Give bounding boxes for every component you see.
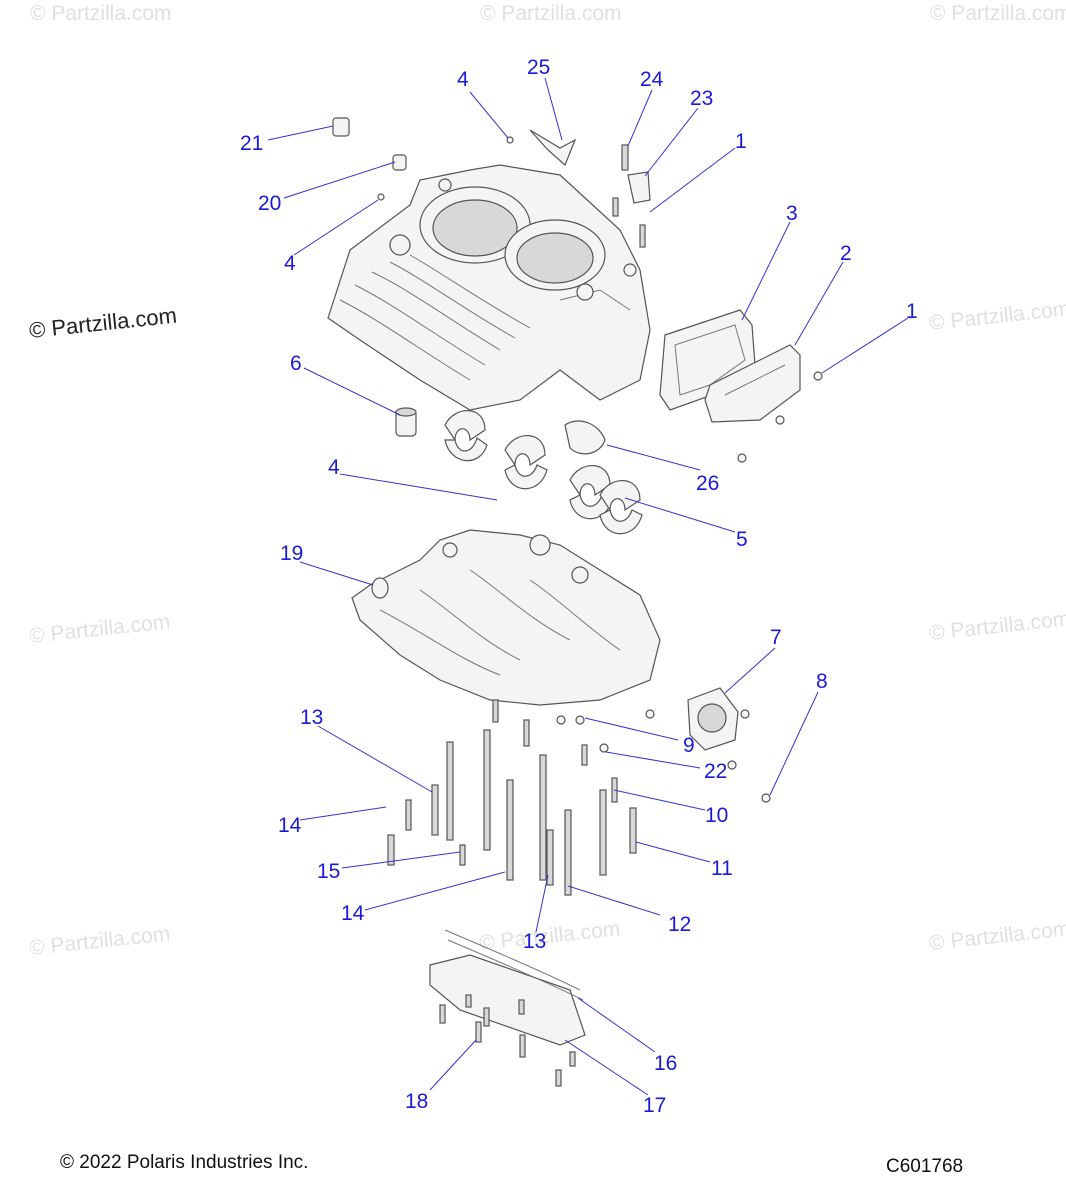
bolts (387, 371, 823, 896)
callout-24: 24 (640, 68, 664, 91)
callout-9: 9 (683, 734, 695, 757)
callout-4: 4 (328, 456, 340, 479)
callout-4: 4 (284, 252, 296, 275)
watermark-text: © Partzilla.com (480, 2, 622, 25)
side-cover (704, 344, 801, 423)
diagram-code: C601768 (886, 1156, 964, 1177)
callout-5: 5 (736, 528, 748, 551)
callout-15: 15 (317, 860, 340, 883)
callout-16: 16 (654, 1052, 677, 1075)
callout-17: 17 (643, 1094, 666, 1117)
callout-25: 25 (527, 56, 550, 79)
leader-lines (267, 77, 909, 1096)
callouts: 1 1 2 3 4 4 4 5 6 7 8 9 10 11 12 13 13 1… (240, 56, 918, 1117)
flange-gasket (687, 687, 739, 751)
callout-19: 19 (280, 542, 303, 565)
top-parts (332, 117, 651, 248)
watermark-text: © Partzilla.com (28, 922, 171, 960)
watermark-text: © Partzilla.com (28, 610, 171, 648)
callout-3: 3 (786, 202, 798, 225)
callout-11: 11 (711, 857, 733, 880)
bearings (444, 410, 643, 535)
callout-10: 10 (705, 804, 728, 827)
watermark-text: © Partzilla.com (28, 303, 178, 343)
small-bolts (439, 994, 576, 1087)
callout-26: 26 (696, 472, 719, 495)
callout-1: 1 (735, 130, 747, 153)
callout-2: 2 (840, 242, 852, 265)
watermark-text: © Partzilla.com (928, 607, 1066, 645)
watermark-text: © Partzilla.com (478, 917, 621, 955)
oil-seal (395, 407, 417, 437)
callout-23: 23 (690, 87, 713, 110)
callout-13: 13 (300, 706, 323, 729)
callout-6: 6 (290, 352, 302, 375)
watermark-text: © Partzilla.com (928, 297, 1066, 335)
callout-14: 14 (278, 814, 302, 837)
watermark-text: © Partzilla.com (30, 2, 172, 25)
callout-4: 4 (457, 68, 469, 91)
callout-8: 8 (816, 670, 828, 693)
callout-21: 21 (240, 132, 263, 155)
watermark-text: © Partzilla.com (928, 917, 1066, 955)
upper-crankcase (327, 164, 651, 411)
o-ring (564, 420, 606, 455)
watermark-text: © Partzilla.com (930, 2, 1066, 25)
callout-14: 14 (341, 902, 365, 925)
oil-pan-gasket (429, 929, 586, 1046)
callout-22: 22 (704, 760, 727, 783)
callout-18: 18 (405, 1090, 428, 1113)
callout-13: 13 (523, 930, 546, 953)
callout-7: 7 (770, 626, 782, 649)
callout-1: 1 (906, 300, 918, 323)
callout-12: 12 (668, 913, 691, 936)
lower-crankcase (351, 529, 661, 706)
callout-20: 20 (258, 192, 281, 215)
copyright-notice: © 2022 Polaris Industries Inc. (60, 1152, 309, 1173)
